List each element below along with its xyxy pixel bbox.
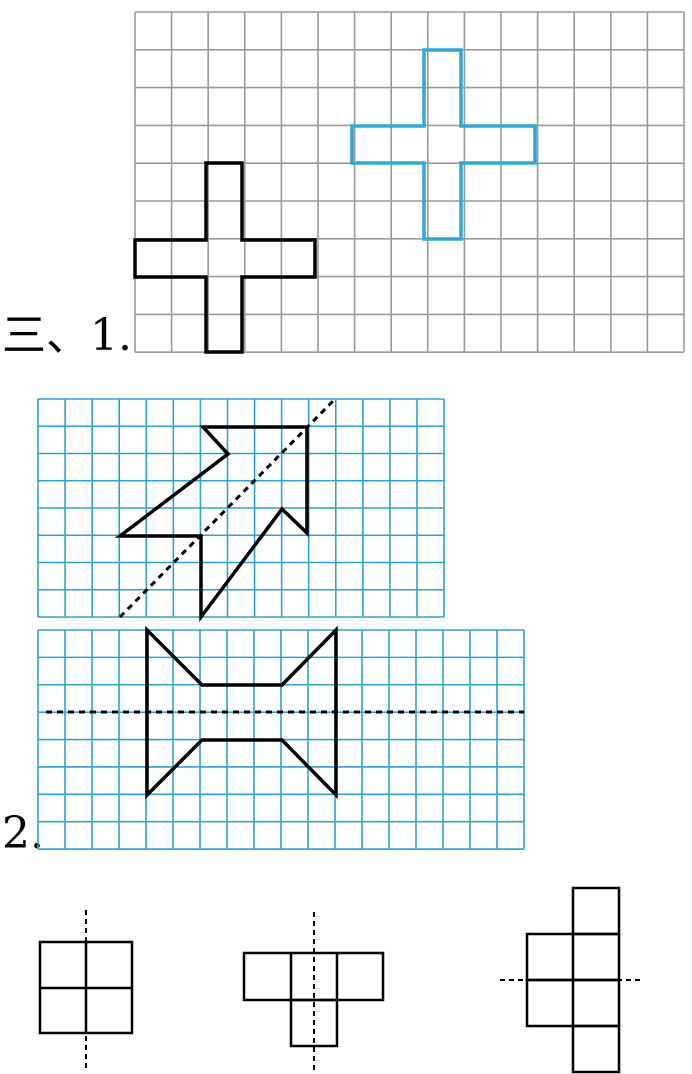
grid-2b xyxy=(37,629,525,850)
section-1-label: 三、1. xyxy=(2,310,132,361)
section-2-label: 2. xyxy=(2,808,44,859)
grid-1 xyxy=(134,11,685,354)
diagonal-symmetry-axis xyxy=(118,397,337,619)
bowtie-shape xyxy=(145,625,338,800)
black-cross xyxy=(133,161,317,354)
arrow-shape xyxy=(114,425,309,623)
grid-2a xyxy=(37,398,445,618)
blue-cross xyxy=(350,48,537,241)
